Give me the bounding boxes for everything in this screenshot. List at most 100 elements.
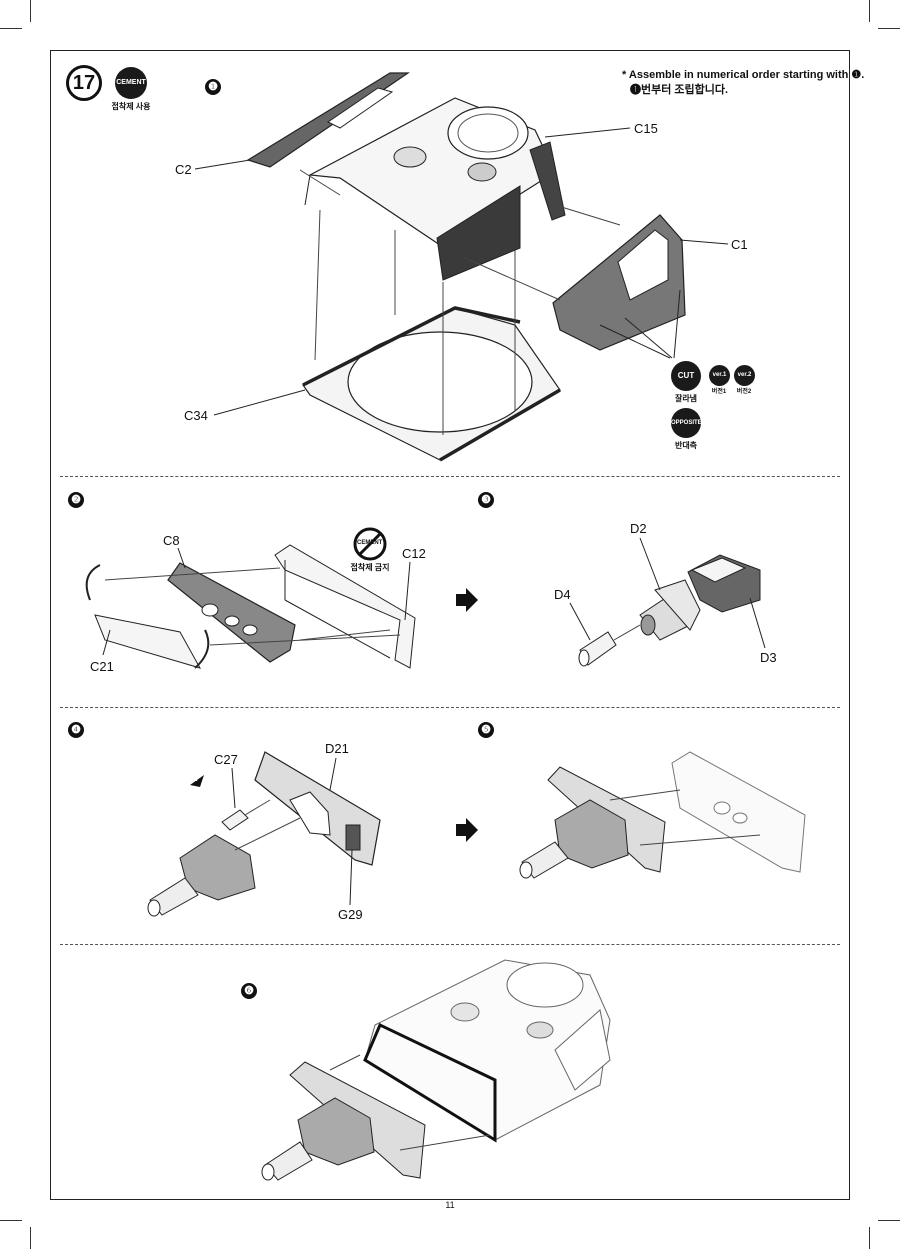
- opposite-icon: OPPOSITE: [671, 408, 702, 438]
- assembly-guide: [299, 169, 341, 196]
- arrow-right-icon: [456, 588, 478, 612]
- ver2-icon: ver.2: [734, 365, 755, 386]
- substep-5-marker: ❺: [478, 722, 494, 738]
- substep-6-marker: ❻: [241, 983, 257, 999]
- no-cement-strike: [357, 531, 383, 557]
- crop-mark: [30, 1227, 31, 1249]
- part-d2-barrel-end: [640, 614, 656, 636]
- assembly-guide: [399, 1134, 491, 1151]
- cut-caption: 잘라냄: [674, 394, 698, 403]
- label-d3: D3: [760, 650, 777, 665]
- assembled-barrel-end: [519, 861, 533, 879]
- crop-mark: [869, 1227, 870, 1249]
- c8-hole: [224, 615, 240, 627]
- crop-mark: [0, 1220, 22, 1221]
- d21-opening: [289, 791, 331, 836]
- cement-label: CEMENT: [116, 79, 146, 86]
- cut-label: CUT: [677, 371, 695, 380]
- cement-icon: CEMENT: [115, 67, 147, 99]
- turret-ring-opening: [347, 331, 533, 433]
- main-step-number: 17: [72, 72, 96, 94]
- substep-3-marker: ❸: [478, 492, 494, 508]
- hatch-detail: [393, 146, 427, 168]
- leader-d3: [749, 597, 766, 649]
- leader-c8: [177, 547, 186, 569]
- part-c27: [221, 809, 249, 831]
- leader-c15: [544, 127, 631, 138]
- substep-4-marker: ❹: [68, 722, 84, 738]
- cut-leader: [599, 324, 671, 359]
- part-d4-end: [578, 649, 590, 667]
- label-c21: C21: [90, 659, 114, 674]
- opposite-label: OPPOSITE: [671, 420, 702, 426]
- part-g29: [345, 824, 361, 851]
- label-d2: D2: [630, 521, 647, 536]
- section-divider: [60, 476, 840, 477]
- mantlet-frame-outline: [671, 751, 806, 873]
- assembly-guide: [104, 567, 281, 581]
- leader-c34: [213, 389, 306, 416]
- assembly-note-en: * Assemble in numerical order starting w…: [622, 69, 865, 81]
- ref-marker: [190, 775, 204, 787]
- part-c1-hatch: [617, 229, 669, 301]
- label-d4: D4: [554, 587, 571, 602]
- turret-cupola: [506, 962, 584, 1008]
- ver1-caption: 버전1: [711, 389, 727, 395]
- ref-marker-label: 2: [193, 774, 198, 783]
- turret-side-hatch: [554, 1009, 611, 1091]
- cement-caption: 접착제 사용: [111, 102, 151, 111]
- part-c2-vision-slot: [327, 87, 394, 129]
- leader-d4: [569, 602, 591, 641]
- part-d2-flange: [654, 579, 701, 631]
- label-c2: C2: [175, 162, 192, 177]
- page-number: 11: [445, 1200, 455, 1210]
- crop-mark: [30, 0, 31, 22]
- leader-d2: [639, 537, 661, 591]
- label-c15: C15: [634, 121, 658, 136]
- instruction-frame: [50, 50, 850, 1200]
- leader-c1: [679, 239, 729, 245]
- mantlet-hole: [732, 812, 748, 824]
- section-divider: [60, 707, 840, 708]
- base-edge-dark: [439, 388, 561, 462]
- part-c12: [274, 544, 416, 669]
- section-divider: [60, 944, 840, 945]
- opposite-caption: 반대측: [674, 441, 698, 450]
- label-d21: D21: [325, 741, 349, 756]
- leader-c27: [231, 767, 236, 809]
- c8-hole: [201, 603, 219, 617]
- roof-edge-line: [304, 174, 311, 206]
- assembly-guide: [299, 629, 391, 641]
- assembly-guide: [314, 209, 321, 361]
- crop-mark: [0, 28, 22, 29]
- part-c21-arm: [85, 564, 101, 601]
- assembly-note: * Assemble in numerical order starting w…: [622, 68, 864, 98]
- assembly-guide: [329, 1054, 361, 1071]
- label-c8: C8: [163, 533, 180, 548]
- part-dark-front-plate: [436, 185, 521, 281]
- label-c1: C1: [731, 237, 748, 252]
- final-barrel-end: [261, 1163, 275, 1181]
- assembly-guide: [244, 799, 271, 816]
- assembly-guide: [639, 834, 761, 846]
- c8-hole: [242, 624, 258, 636]
- assembly-note-ko: ❶번부터 조립합니다.: [630, 84, 729, 96]
- assembly-guide: [613, 624, 641, 641]
- crop-mark: [869, 0, 870, 22]
- ver2-caption: 버전2: [736, 389, 752, 395]
- cut-leader: [624, 317, 673, 359]
- arrow-right-icon: [456, 818, 478, 842]
- assembly-guide: [209, 634, 401, 646]
- leader-c21: [102, 629, 111, 656]
- crop-mark: [878, 28, 900, 29]
- assembly-guide: [464, 257, 561, 301]
- base-edge-dark: [302, 306, 521, 387]
- turret-vent: [526, 1021, 554, 1039]
- turret-front-frame: [363, 1022, 497, 1143]
